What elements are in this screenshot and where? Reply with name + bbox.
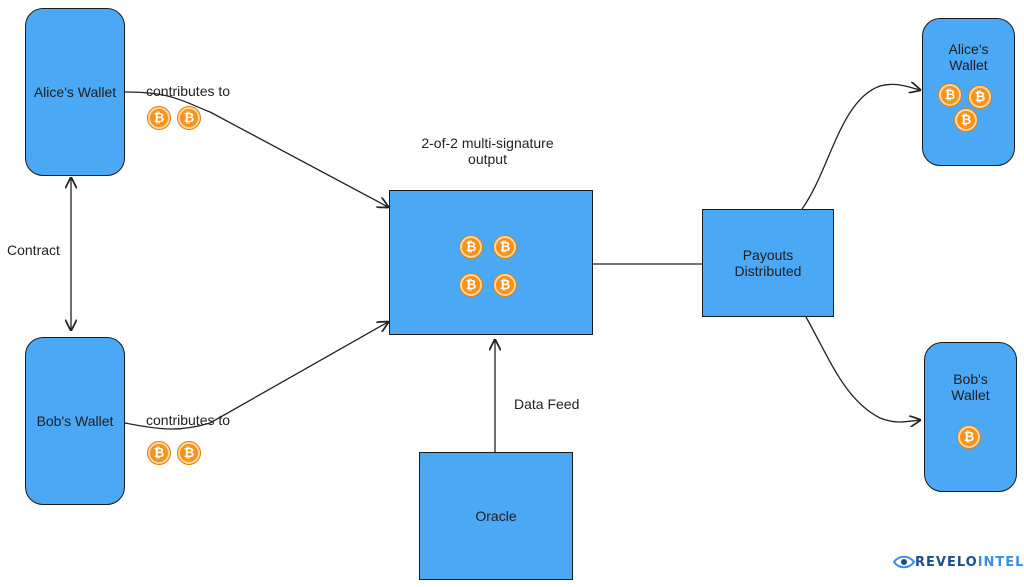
- oracle-node: Oracle: [419, 452, 573, 580]
- multisig-title-line2: output: [468, 151, 507, 167]
- alice-payout-wallet-node: Alice's Wallet: [922, 18, 1015, 166]
- bob-contributes-label: contributes to: [146, 412, 231, 428]
- multisig-title-line1: 2-of-2 multi-signature: [421, 135, 554, 151]
- bitcoin-coin-icon: [494, 236, 516, 258]
- alice-payout-line1: Alice's: [948, 41, 989, 57]
- alice-wallet-node: Alice's Wallet: [25, 8, 125, 176]
- bob-payout-line2: Wallet: [951, 387, 990, 403]
- bob-wallet-node: Bob's Wallet: [25, 337, 125, 505]
- edge-payouts-to-alice: [801, 84, 920, 210]
- bitcoin-coin-icon: [958, 426, 980, 448]
- bitcoin-coin-icon: [460, 274, 482, 296]
- payouts-distributed-node: Payouts Distributed: [702, 209, 834, 317]
- bob-wallet-label: Bob's Wallet: [36, 413, 114, 429]
- edge-payouts-to-bob: [805, 316, 920, 422]
- bob-payout-line1: Bob's: [953, 371, 988, 387]
- alice-contributes-label: contributes to: [146, 83, 231, 99]
- bitcoin-coin-icon: [178, 442, 200, 464]
- edge-bob-to-multisig: [124, 322, 388, 430]
- logo-eye-icon: [893, 555, 915, 569]
- alice-payout-line2: Wallet: [949, 57, 988, 73]
- bitcoin-coin-icon: [148, 107, 170, 129]
- multisig-output-node: [389, 190, 593, 335]
- logo-text-part1: REVELO: [915, 554, 978, 570]
- logo-text-part2: INTEL: [977, 554, 1024, 570]
- data-feed-label: Data Feed: [514, 396, 580, 412]
- bitcoin-coin-icon: [178, 107, 200, 129]
- alice-wallet-label: Alice's Wallet: [33, 84, 117, 100]
- edge-alice-to-multisig: [124, 91, 388, 207]
- payouts-line1: Payouts: [742, 247, 794, 263]
- bitcoin-coin-icon: [460, 236, 482, 258]
- multisig-title: 2-of-2 multi-signature output: [385, 135, 590, 167]
- bitcoin-coin-icon: [939, 84, 961, 106]
- bitcoin-coin-icon: [955, 109, 977, 131]
- logo-text: REVELOINTEL: [915, 555, 1024, 570]
- payouts-line2: Distributed: [734, 263, 802, 279]
- bob-payout-wallet-node: Bob's Wallet: [924, 342, 1017, 492]
- bitcoin-coin-icon: [148, 442, 170, 464]
- revelointel-logo: REVELOINTEL: [893, 553, 1024, 571]
- oracle-label: Oracle: [475, 508, 517, 524]
- bitcoin-coin-icon: [494, 274, 516, 296]
- contract-label: Contract: [7, 242, 60, 258]
- bitcoin-coin-icon: [969, 86, 991, 108]
